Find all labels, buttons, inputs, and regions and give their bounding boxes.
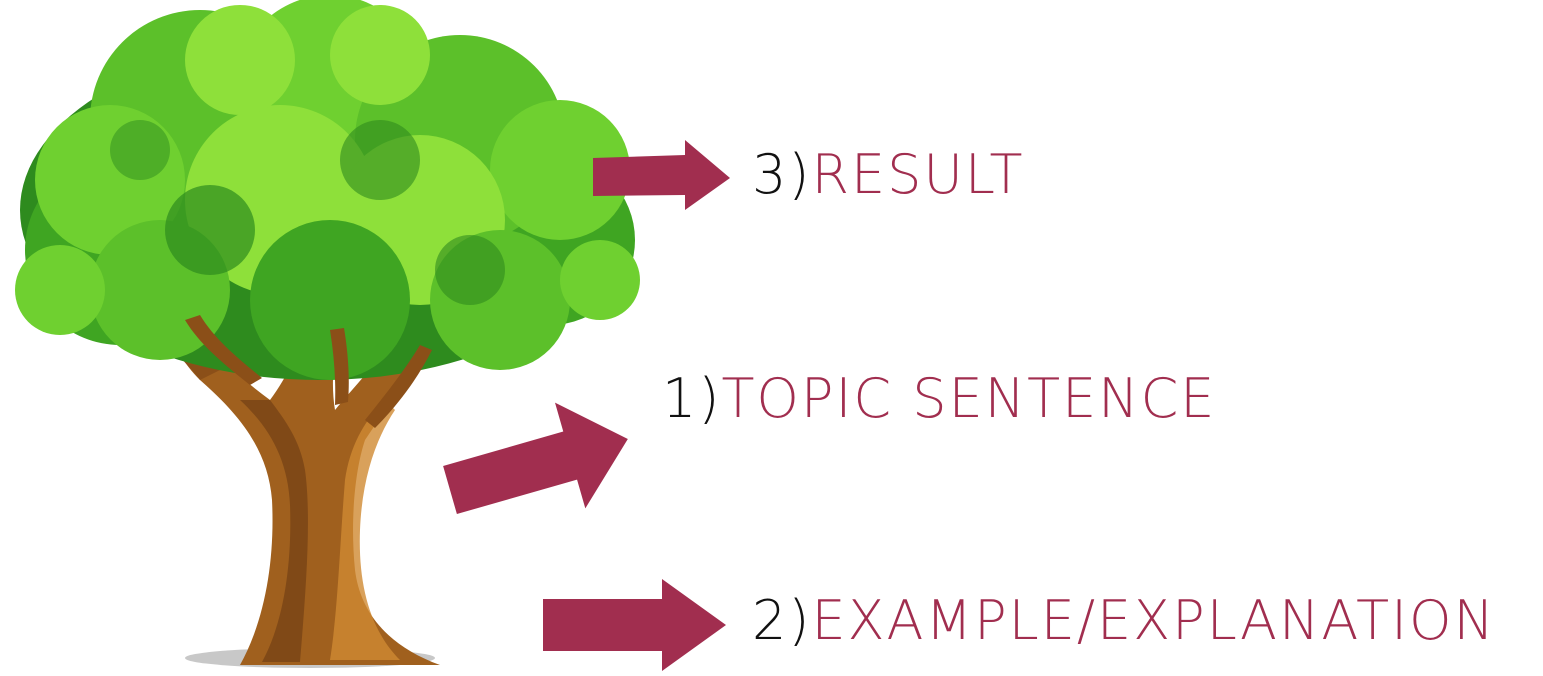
- example-explanation-label: 2)EXAMPLE/EXPLANATION: [752, 594, 1496, 648]
- topic-sentence-label: 1)TOPIC SENTENCE: [662, 372, 1216, 426]
- example-explanation-text: EXAMPLE/EXPLANATION: [811, 589, 1496, 652]
- arrow-right-icon: [443, 402, 628, 515]
- result-label: 3)RESULT: [752, 148, 1025, 202]
- result-text: RESULT: [811, 143, 1025, 206]
- example-explanation-number: 2): [752, 589, 812, 652]
- foliage: [15, 0, 640, 380]
- result-number: 3): [752, 143, 812, 206]
- topic-sentence-number: 1): [662, 367, 722, 430]
- topic-sentence-text: TOPIC SENTENCE: [721, 367, 1217, 430]
- arrow-right-icon: [543, 579, 726, 671]
- arrow-right-icon: [593, 140, 730, 210]
- tree-icon: [15, 0, 640, 668]
